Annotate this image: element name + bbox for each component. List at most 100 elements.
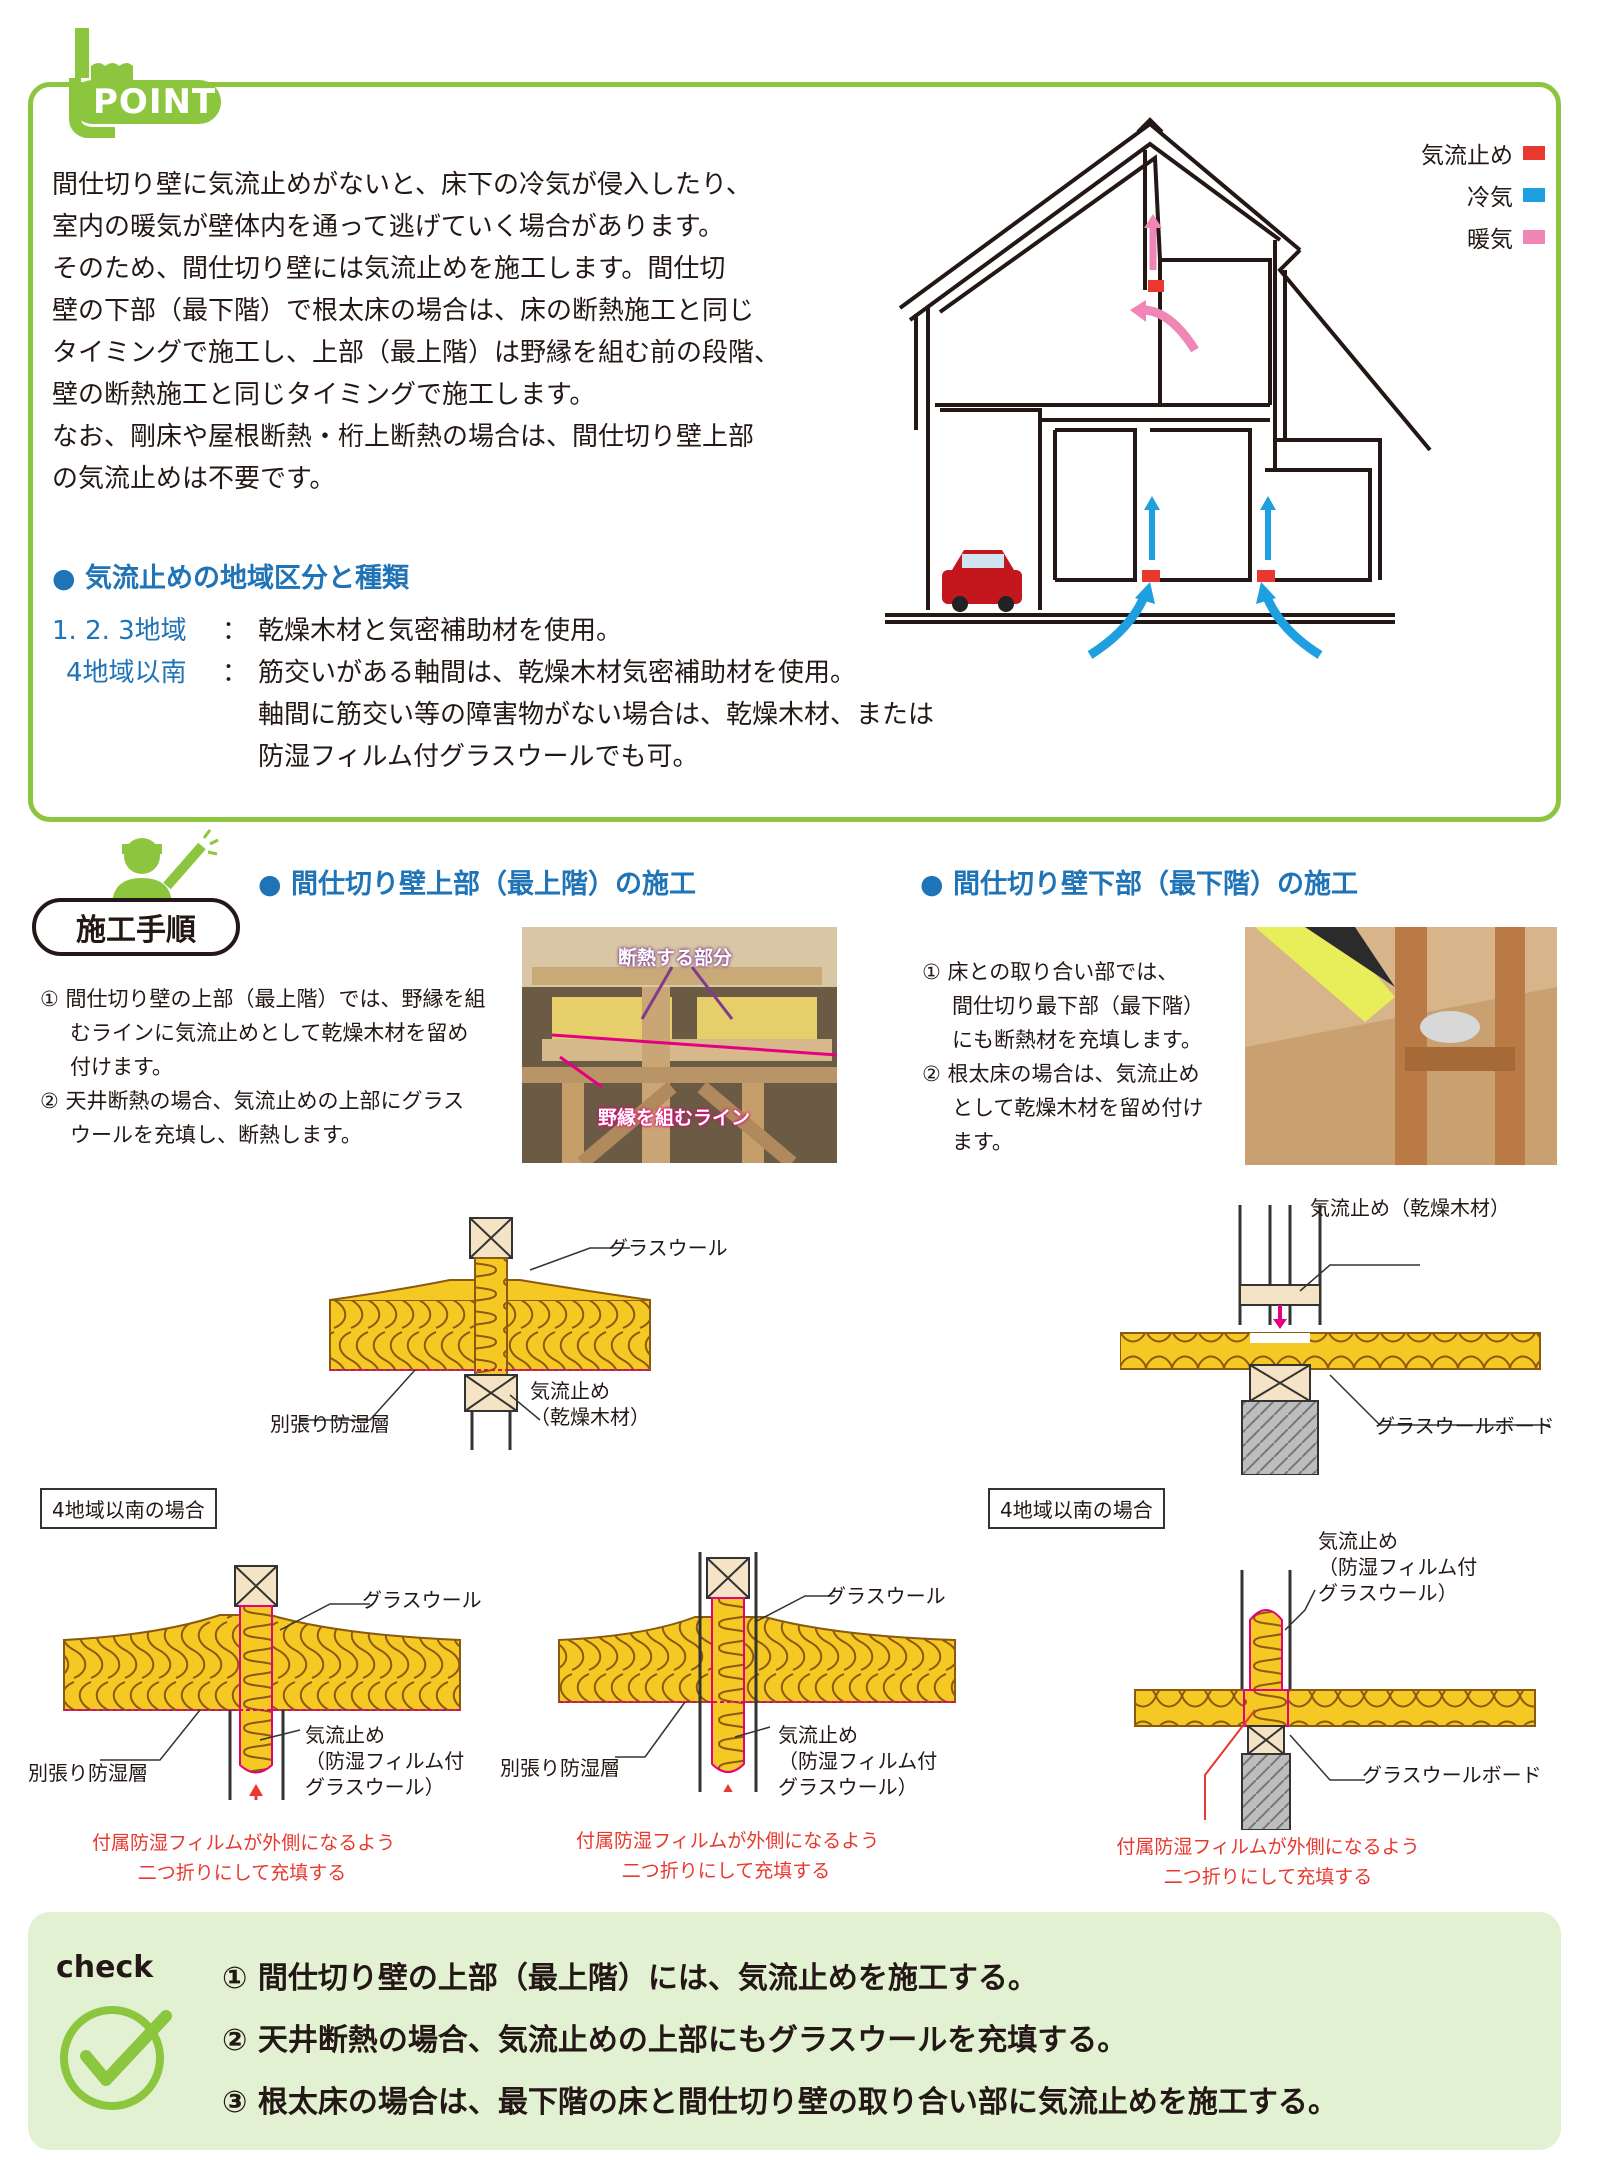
- step-line: ① 床との取り合い部では、: [922, 960, 1179, 984]
- legend-swatch-airstop: [1523, 146, 1545, 160]
- upper-heading: ● 間仕切り壁上部（最上階）の施工: [258, 869, 696, 900]
- step-line: むラインに気流止めとして乾燥木材を留め: [70, 1021, 469, 1045]
- diagram-region4-ceiling-a: [63, 1565, 461, 1800]
- legend-swatch-cold: [1523, 188, 1545, 202]
- label-airstop-film: 気流止め （防湿フィルム付 グラスウール）: [778, 1722, 937, 1800]
- label-vapor-layer: 別張り防湿層: [28, 1761, 148, 1785]
- note-line: 二つ折りにして充填する: [1163, 1866, 1373, 1888]
- step-line: にも断熱材を充填します。: [952, 1028, 1202, 1052]
- diagram-upper-airstop: [300, 1217, 651, 1450]
- label-gw-board: グラスウールボード: [1362, 1763, 1542, 1787]
- lower-steps: ① 床との取り合い部では、 間仕切り最下部（最下階） にも断熱材を充填します。 …: [922, 955, 1242, 1159]
- photo-label-insulate: 断熱する部分: [618, 947, 733, 969]
- step-line: 間仕切り最下部（最下階）: [952, 994, 1204, 1018]
- label-line: グラスウール）: [305, 1775, 445, 1799]
- legend-label: 気流止め: [1421, 143, 1513, 169]
- photo-lower-construction: [1245, 927, 1557, 1165]
- paragraph-line: そのため、間仕切り壁には気流止めを施工します。間仕切: [52, 254, 726, 284]
- region-text: 乾燥木材と気密補助材を使用。: [258, 616, 623, 646]
- region-list: 1. 2. 3地域 ： 乾燥木材と気密補助材を使用。 4地域以南 ： 筋交いがあ…: [52, 610, 1052, 778]
- note-line: 付属防湿フィルムが外側になるよう: [1116, 1836, 1420, 1858]
- paragraph-line: 壁の下部（最下階）で根太床の場合は、床の断熱施工と同じ: [52, 296, 755, 326]
- label-line: （防湿フィルム付: [778, 1749, 938, 1773]
- note-line: 付属防湿フィルムが外側になるよう: [576, 1830, 880, 1852]
- checkmark-icon: [60, 2006, 172, 2110]
- region-text: 防湿フィルム付グラスウールでも可。: [258, 742, 699, 772]
- paragraph-line: 壁の断熱施工と同じタイミングで施工します。: [52, 380, 596, 410]
- point-logo: POINT: [55, 18, 225, 139]
- label-glasswool: グラスウール: [362, 1588, 482, 1612]
- upper-steps: ① 間仕切り壁の上部（最上階）では、野縁を組 むラインに気流止めとして乾燥木材を…: [40, 982, 520, 1152]
- step-line: として乾燥木材を留め付け: [952, 1096, 1204, 1120]
- film-note: 付属防湿フィルムが外側になるよう 二つ折りにして充填する: [1108, 1832, 1428, 1892]
- paragraph-line: 間仕切り壁に気流止めがないと、床下の冷気が侵入したり、: [52, 170, 752, 200]
- label-line: グラスウール）: [1318, 1581, 1458, 1605]
- step-line: ② 天井断熱の場合、気流止めの上部にグラス: [40, 1089, 465, 1113]
- region-text: 軸間に筋交い等の障害物がない場合は、乾燥木材、または: [258, 700, 935, 730]
- region-label: 1. 2. 3地域: [52, 616, 187, 646]
- step-line: ウールを充填し、断熱します。: [70, 1123, 362, 1147]
- paragraph-line: の気流止めは不要です。: [52, 464, 336, 494]
- paragraph-line: なお、剛床や屋根断熱・桁上断熱の場合は、間仕切り壁上部: [52, 422, 755, 452]
- region4-box-left: 4地域以南の場合: [40, 1488, 217, 1529]
- note-line: 二つ折りにして充填する: [621, 1860, 831, 1882]
- paragraph-line: 室内の暖気が壁体内を通って逃げていく場合があります。: [52, 212, 725, 242]
- label-glasswool: グラスウール: [826, 1584, 946, 1608]
- diagram-region4-ceiling-b: [558, 1552, 956, 1792]
- car-icon: [942, 550, 1022, 612]
- hand-pointer-icon: [69, 28, 221, 139]
- label-line: （乾燥木材）: [530, 1405, 650, 1429]
- paragraph-line: タイミングで施工し、上部（最上階）は野縁を組む前の段階、: [52, 338, 781, 368]
- film-note: 付属防湿フィルムが外側になるよう 二つ折りにして充填する: [576, 1826, 880, 1886]
- note-line: 付属防湿フィルムが外側になるよう: [92, 1832, 396, 1854]
- label-vapor-layer: 別張り防湿層: [270, 1412, 390, 1436]
- check-item: ① 間仕切り壁の上部（最上階）には、気流止めを施工する。: [222, 1961, 1038, 1996]
- label-airstop-dry-inline: 気流止め（乾燥木材）: [1310, 1196, 1510, 1220]
- point-paragraph: 間仕切り壁に気流止めがないと、床下の冷気が侵入したり、 室内の暖気が壁体内を通っ…: [52, 164, 872, 500]
- point-logo-text: POINT: [93, 82, 217, 122]
- step-line: ② 根太床の場合は、気流止め: [922, 1062, 1200, 1086]
- point-box: [28, 82, 1561, 822]
- label-line: グラスウール）: [778, 1775, 918, 1799]
- region4-box-right: 4地域以南の場合: [988, 1488, 1165, 1529]
- photo-label-noen: 野縁を組むライン: [598, 1107, 751, 1129]
- legend-label: 冷気: [1467, 185, 1513, 211]
- label-line: 気流止め: [778, 1723, 858, 1747]
- lower-heading: ● 間仕切り壁下部（最下階）の施工: [920, 869, 1358, 900]
- legend-swatch-warm: [1523, 230, 1545, 244]
- worker-icon: [112, 829, 219, 906]
- region-text: 筋交いがある軸間は、乾燥木材気密補助材を使用。: [258, 658, 857, 688]
- procedure-title-text: 施工手順: [76, 913, 196, 948]
- film-note: 付属防湿フィルムが外側になるよう 二つ折りにして充填する: [92, 1828, 396, 1888]
- label-gw-board: グラスウールボード: [1375, 1414, 1555, 1438]
- region-label: 4地域以南: [66, 658, 187, 688]
- check-label: check: [56, 1950, 154, 1985]
- label-airstop-film: 気流止め （防湿フィルム付 グラスウール）: [305, 1722, 464, 1800]
- check-item: ③ 根太床の場合は、最下階の床と間仕切り壁の取り合い部に気流止めを施工する。: [222, 2085, 1338, 2120]
- label-line: （防湿フィルム付: [305, 1749, 465, 1773]
- label-glasswool: グラスウール: [608, 1236, 728, 1260]
- photo-upper-construction: 断熱する部分 野縁を組むライン: [522, 927, 837, 1163]
- diagram-lower-airstop: [1120, 1205, 1550, 1475]
- step-line: ① 間仕切り壁の上部（最上階）では、野縁を組: [40, 987, 486, 1011]
- legend-label: 暖気: [1467, 227, 1513, 253]
- procedure-title: 施工手順: [32, 898, 240, 956]
- check-item: ② 天井断熱の場合、気流止めの上部にもグラスウールを充填する。: [222, 2023, 1128, 2058]
- step-line: 付けます。: [70, 1055, 173, 1079]
- legend: 気流止め 冷気 暖気: [1385, 132, 1545, 258]
- note-line: 二つ折りにして充填する: [137, 1862, 347, 1884]
- region-sep: ：: [222, 616, 249, 646]
- house-section-diagram: [885, 117, 1432, 659]
- label-line: 気流止め: [530, 1379, 610, 1403]
- label-line: 気流止め: [1318, 1529, 1398, 1553]
- region-heading: ● 気流止めの地域区分と種類: [52, 563, 409, 594]
- diagram-region4-floor: [1134, 1570, 1536, 1830]
- label-line: （防湿フィルム付: [1318, 1555, 1478, 1579]
- check-items: ① 間仕切り壁の上部（最上階）には、気流止めを施工する。 ② 天井断熱の場合、気…: [222, 1948, 1338, 2134]
- label-airstop-dry: 気流止め （乾燥木材）: [530, 1378, 650, 1430]
- label-vapor-layer: 別張り防湿層: [500, 1756, 620, 1780]
- region-sep: ：: [222, 658, 249, 688]
- label-airstop-film: 気流止め （防湿フィルム付 グラスウール）: [1318, 1528, 1477, 1606]
- check-box: [28, 1912, 1561, 2150]
- label-line: 気流止め: [305, 1723, 385, 1747]
